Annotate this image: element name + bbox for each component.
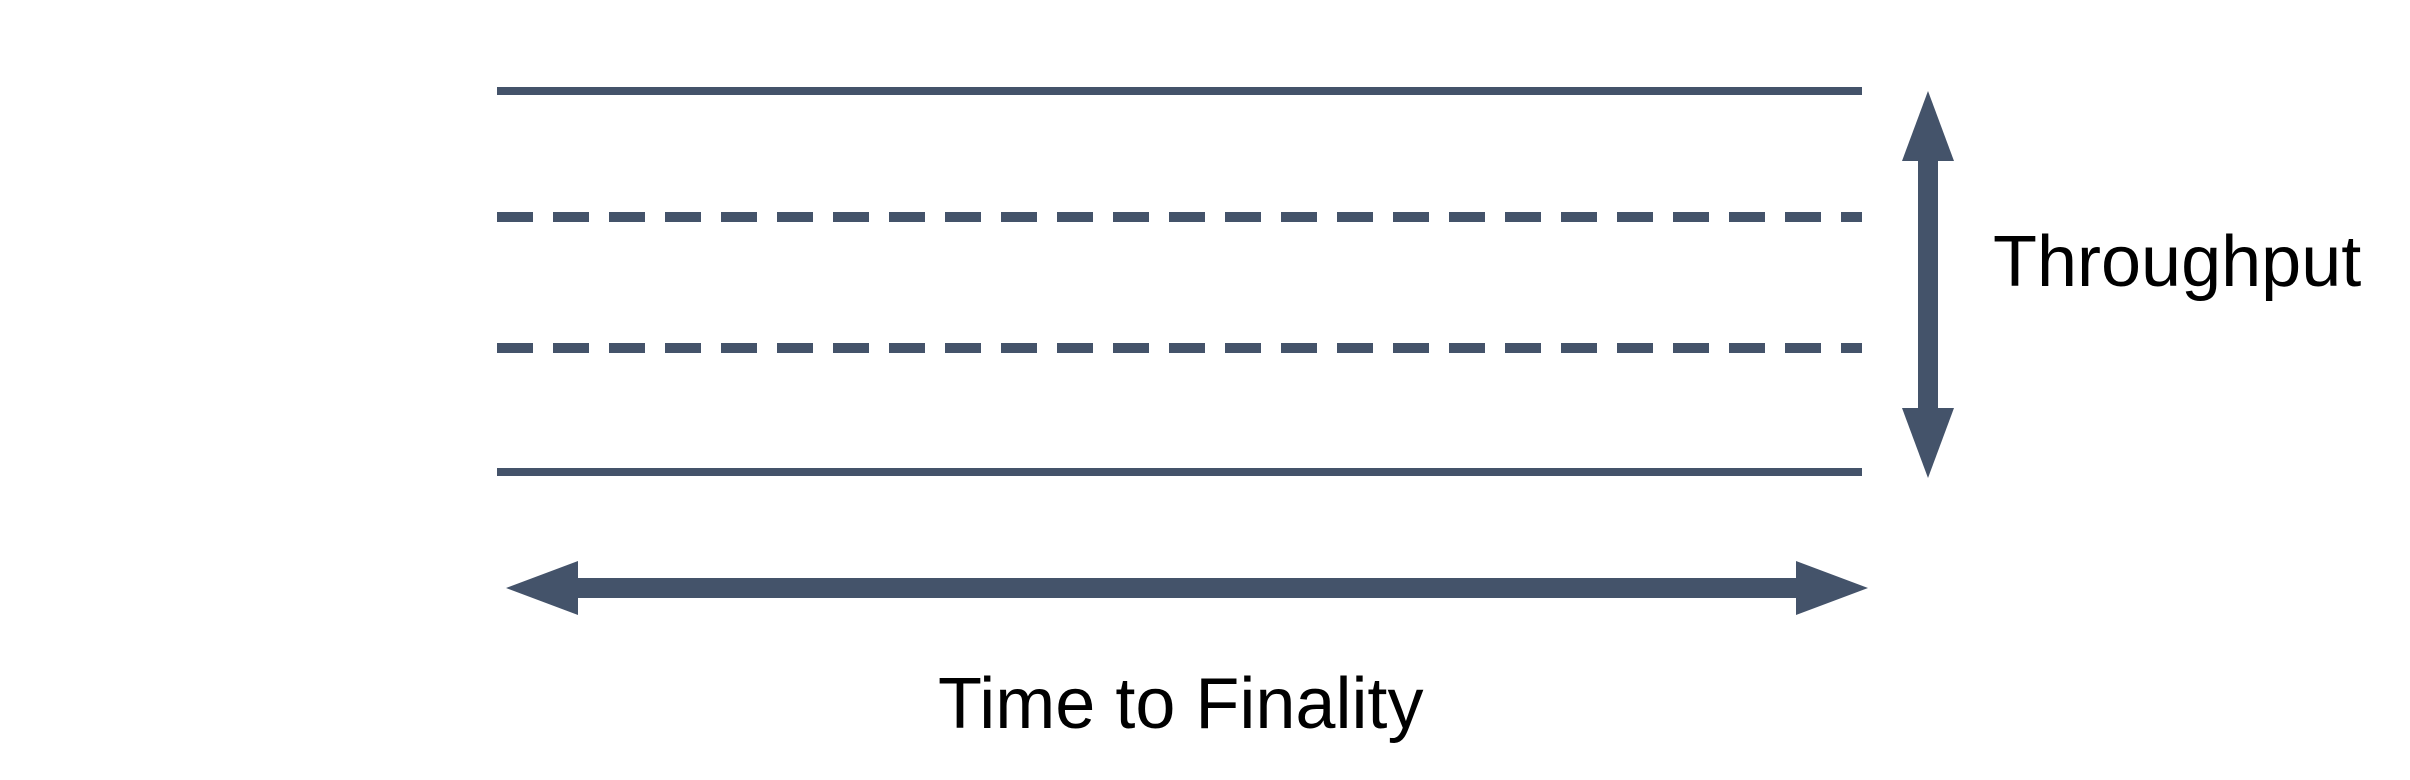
time-to-finality-arrow-head-left — [506, 561, 578, 615]
throughput-arrow-head-up — [1902, 91, 1954, 161]
throughput-arrow-head-down — [1902, 408, 1954, 478]
throughput-arrow — [1902, 91, 1954, 478]
throughput-axis-label: Throughput — [1993, 222, 2362, 302]
time-to-finality-arrow — [506, 561, 1868, 615]
time-to-finality-arrow-head-right — [1796, 561, 1868, 615]
time-to-finality-axis-label: Time to Finality — [938, 664, 1424, 744]
